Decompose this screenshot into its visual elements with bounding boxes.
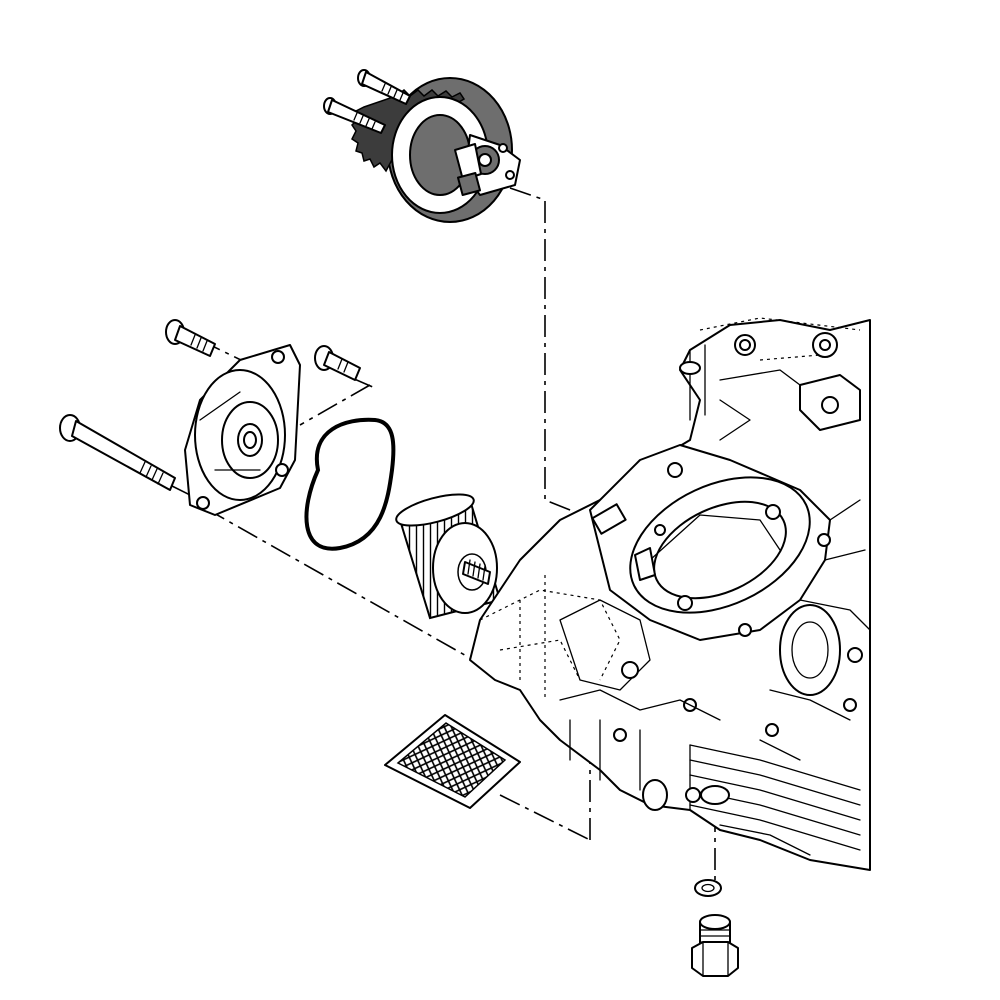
cover-bolt-short-right [314,345,361,381]
bolt-line-right-b [299,384,371,426]
filter-cover [184,344,301,516]
cover-assembly-line [204,507,501,676]
pump-bolt-upper [357,69,411,105]
o-ring [304,417,396,551]
crankcase [469,317,871,871]
cover-bolt-long [59,414,176,491]
oil-filter-element [395,493,502,620]
oil-strainer [384,714,521,809]
gear-assembly-line [509,187,576,513]
cover-bolt-short-left [165,319,216,357]
drain-washer [694,879,722,897]
pump-bolt-lower [323,97,386,134]
oil-pump-gear [351,77,521,223]
strainer-line [499,794,591,841]
drain-bolt [691,914,739,977]
bolt-line-long [169,484,201,501]
